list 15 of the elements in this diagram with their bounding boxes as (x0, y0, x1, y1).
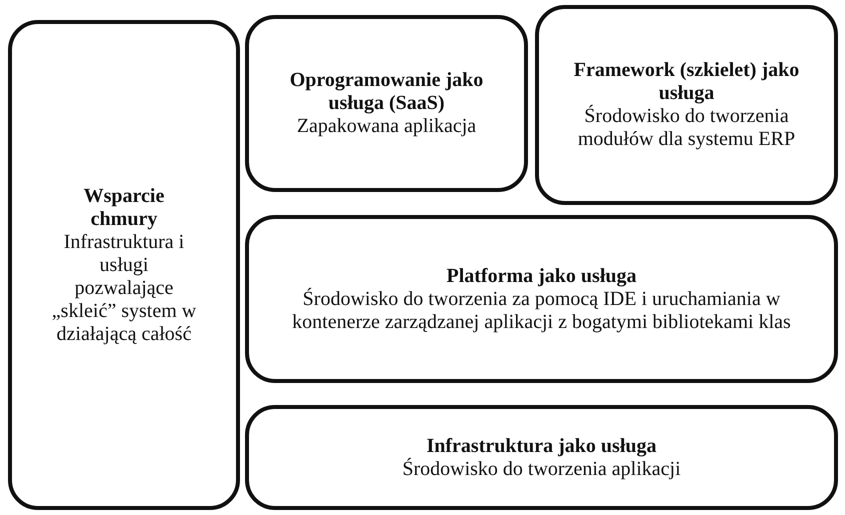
box-description: Środowisko do tworzenia za pomocą IDE i uruchamiania w kontenerze zarządzanej aplikacji z bogatymi bibliotekami klas (291, 288, 792, 334)
rounded-box (535, 5, 838, 205)
box-heading: Oprogramowanie jako usługa (SaaS) (288, 69, 484, 115)
box-heading: Wsparcie chmury (82, 184, 166, 230)
rounded-box (8, 20, 240, 510)
box-heading: Framework (szkielet) jako usługa (572, 59, 800, 104)
box-description: Środowisko do tworzenia modułów dla systemu ERP (576, 105, 796, 151)
rounded-box (245, 215, 838, 383)
box-description: Zapakowana aplikacja (296, 115, 476, 138)
box-heading: Infrastruktura jako usługa (426, 434, 657, 458)
box-heading: Platforma jako usługa (446, 264, 636, 288)
box-description: Infrastruktura i usługi pozwalające „skleić” system w działającą całość (50, 230, 198, 346)
box-description: Środowisko do tworzenia aplikacji (402, 458, 681, 480)
rounded-box (245, 15, 528, 192)
rounded-box (245, 405, 838, 510)
